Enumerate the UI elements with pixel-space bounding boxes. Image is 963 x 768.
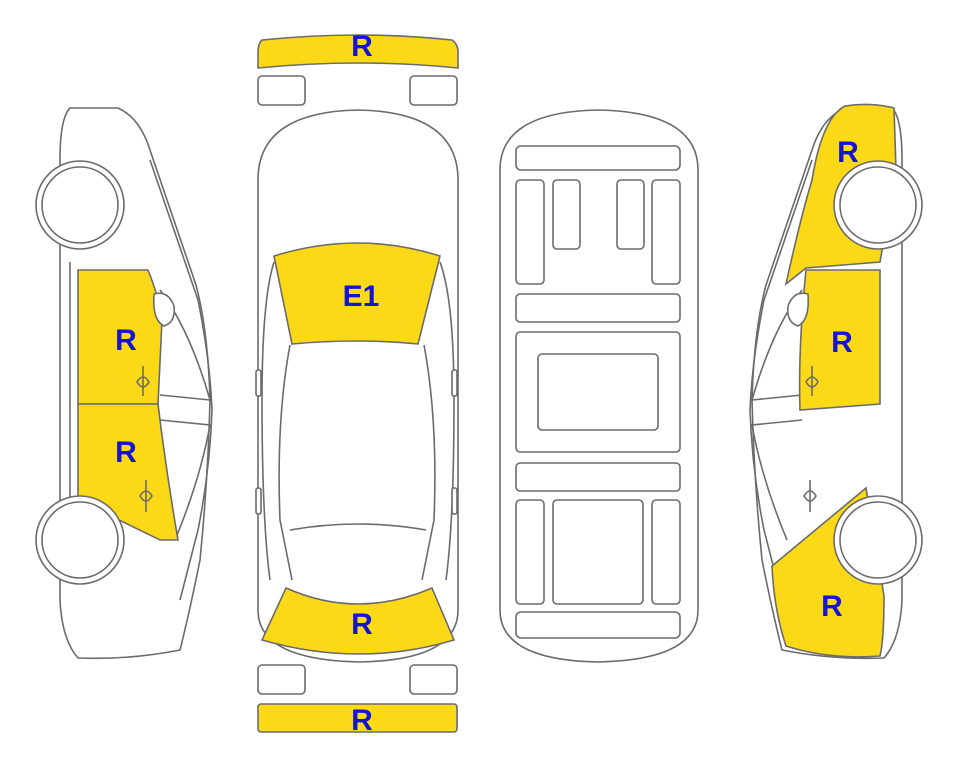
right-front-wheel — [833, 160, 923, 250]
left-rear-door-handle — [139, 480, 153, 512]
left-mirror — [152, 292, 176, 327]
left-front-door-label: R — [115, 324, 137, 357]
underside-front-panel — [515, 145, 681, 171]
top-roof-right — [421, 344, 436, 581]
front-bumper-label: R — [351, 30, 373, 63]
top-left-rear-handle — [255, 487, 262, 515]
left-front-wheel-hub — [41, 166, 119, 244]
underside-view — [499, 109, 699, 663]
trunk-panel — [260, 586, 456, 655]
windshield-panel — [273, 242, 441, 345]
top-inner-contour-left — [261, 261, 275, 581]
right-front-fender-label: R — [837, 136, 859, 169]
left-side-view: R R — [35, 107, 213, 660]
left-side-rear-window-line — [159, 419, 211, 541]
underside-front-right-seat — [616, 179, 645, 250]
underside-rear-left-bay — [515, 499, 545, 605]
top-right-mirror — [451, 369, 458, 397]
windshield-label: E1 — [343, 280, 380, 313]
left-rear-door-label: R — [115, 436, 137, 469]
front-right-light — [409, 75, 458, 106]
underside-rear-right-bay — [651, 499, 681, 605]
left-rear-wheel-hub — [41, 501, 119, 579]
front-bumper-panel — [257, 34, 459, 69]
right-front-wheel-hub — [839, 166, 917, 244]
left-front-wheel — [35, 160, 125, 250]
top-right-rear-handle — [451, 487, 458, 515]
right-mirror — [786, 292, 810, 327]
left-front-door-handle — [136, 366, 150, 396]
underside-rear-center — [552, 499, 644, 605]
right-rear-wheel-hub — [839, 501, 917, 579]
right-rear-quarter-label: R — [821, 590, 843, 623]
underside-dash-panel — [515, 293, 681, 323]
underside-front-right-bay — [651, 179, 681, 285]
underside-floor-center — [537, 353, 659, 431]
left-rear-wheel — [35, 495, 125, 585]
underside-rear-cross-panel — [515, 462, 681, 492]
rear-bumper-panel — [257, 703, 458, 733]
rear-right-light — [409, 664, 458, 695]
right-front-door-label: R — [831, 326, 853, 359]
top-roof-left — [278, 344, 293, 581]
top-left-mirror — [255, 369, 262, 397]
right-rear-door-handle — [803, 480, 817, 512]
underside-front-left-seat — [552, 179, 581, 250]
top-body-outline — [257, 109, 459, 663]
underside-rear-panel — [515, 611, 681, 639]
rear-bumper-label: R — [351, 704, 373, 737]
right-front-door-handle — [805, 366, 819, 396]
underside-front-left-bay — [515, 179, 545, 285]
right-side-view: R R R — [749, 103, 923, 660]
right-side-rear-window-line — [751, 419, 803, 541]
right-side-roof-line — [749, 159, 813, 601]
top-inner-contour-right — [439, 261, 455, 581]
rear-left-light — [257, 664, 306, 695]
top-view: R E1 R R — [255, 30, 459, 737]
front-left-light — [257, 75, 306, 106]
left-side-roof-line — [149, 159, 213, 601]
trunk-label: R — [351, 608, 373, 641]
rear-window-line — [289, 523, 427, 531]
right-rear-wheel — [833, 495, 923, 585]
